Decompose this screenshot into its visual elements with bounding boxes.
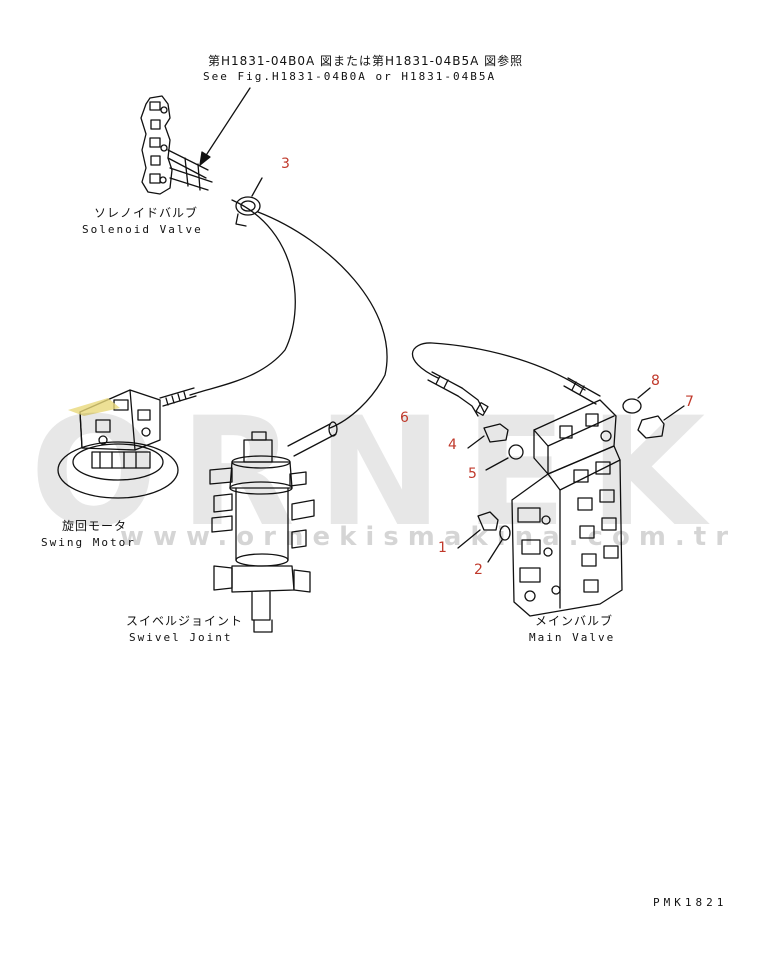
- part-2-oring: [487, 525, 511, 563]
- callout-1: 1: [438, 540, 447, 556]
- callout-5: 5: [468, 466, 477, 482]
- callout-8: 8: [651, 373, 660, 389]
- callout-6: 6: [400, 410, 409, 426]
- reference-leader: [199, 87, 251, 166]
- part-8-oring: [622, 387, 651, 414]
- watermark-logo: ORNEK: [30, 386, 728, 560]
- solenoid-valve-label-en: Solenoid Valve: [82, 223, 203, 236]
- swivel-joint-label-en: Swivel Joint: [129, 631, 233, 644]
- swivel-joint-label-jp: スイベルジョイント: [126, 614, 244, 628]
- main-valve-hose-fittings: [427, 371, 601, 417]
- swing-motor-label-jp: 旋回モータ: [62, 519, 128, 533]
- part-5-oring: [485, 444, 524, 471]
- part-7-plug: [637, 405, 685, 439]
- solenoid-valve-drawing: [140, 95, 213, 195]
- swing-motor-drawing: [57, 389, 179, 499]
- solenoid-valve-label-jp: ソレノイドバルブ: [94, 206, 199, 220]
- main-valve-label-en: Main Valve: [529, 631, 616, 644]
- callout-3: 3: [281, 156, 290, 172]
- callout-4: 4: [448, 437, 457, 453]
- swing-motor-label-en: Swing Motor: [41, 536, 136, 549]
- hose-clamp-drawing: [235, 177, 263, 227]
- motor-highlight-mark: [68, 398, 120, 416]
- main-valve-drawing: [511, 399, 623, 617]
- drawing-code: PMK1821: [653, 896, 728, 909]
- hose-lines: [189, 199, 586, 429]
- reference-text-en: See Fig.H1831-04B0A or H1831-04B5A: [203, 70, 497, 83]
- swing-motor-fitting: [159, 387, 197, 407]
- main-valve-label-jp: メインバルブ: [535, 614, 614, 628]
- swivel-joint-drawing: [209, 421, 338, 633]
- reference-text-jp: 第H1831-04B0A 図または第H1831-04B5A 図参照: [208, 54, 524, 68]
- callout-2: 2: [474, 562, 483, 578]
- part-4-fitting: [467, 423, 509, 449]
- watermark-url: www.ornekismakina.com.tr: [120, 522, 738, 552]
- part-1-fitting: [457, 511, 499, 549]
- callout-7: 7: [685, 394, 694, 410]
